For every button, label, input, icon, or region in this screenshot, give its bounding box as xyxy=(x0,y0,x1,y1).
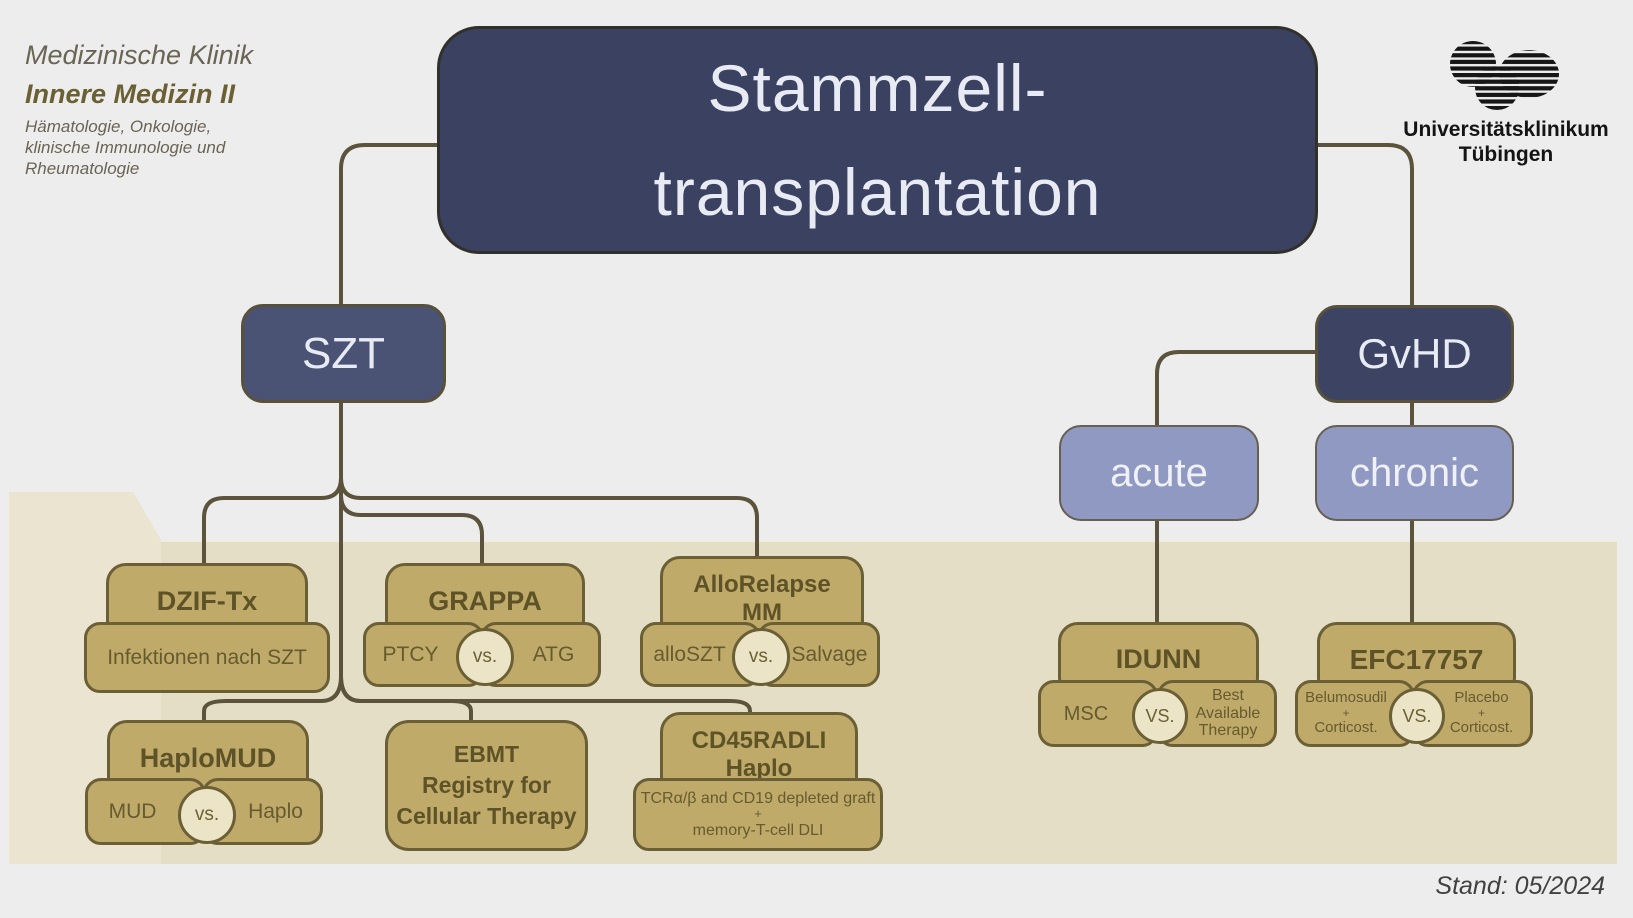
study-dzif-sub: Infektionen nach SZT xyxy=(84,622,330,693)
study-allorelapse-title-line2: MM xyxy=(742,598,782,626)
study-cd45-title-line1: CD45RADLI xyxy=(691,727,827,755)
study-ebmt-line1: EBMT xyxy=(453,741,520,767)
ukt-logo: Universitätsklinikum Tübingen xyxy=(1386,40,1626,167)
study-grappa-vs-badge: vs. xyxy=(456,628,514,686)
clinic-name: Medizinische Klinik xyxy=(25,40,254,70)
connector-szt-dzif xyxy=(202,476,343,565)
study-cd45-sub-line3: memory-T-cell DLI xyxy=(692,821,824,839)
study-haplomud-vs-badge: vs. xyxy=(178,786,236,844)
ukt-logo-text-line1: Universitätsklinikum xyxy=(1403,118,1609,141)
study-efc-vs-badge: VS. xyxy=(1389,688,1445,744)
ukt-logo-text-line2: Tübingen xyxy=(1458,143,1554,166)
study-idunn-right-line1: Best xyxy=(1211,687,1244,705)
study-efc-left-line2: + xyxy=(1342,705,1350,720)
node-chronic: chronic xyxy=(1315,425,1514,521)
study-efc-left-line1: Belumosudil xyxy=(1305,689,1387,707)
study-ebmt-line2: Registry for xyxy=(421,772,552,798)
title-line1: Stammzell- xyxy=(707,51,1048,125)
clinic-header: Medizinische Klinik Innere Medizin II Hä… xyxy=(25,40,253,179)
study-idunn-left: MSC xyxy=(1038,680,1158,747)
study-allorelapse-title-line1: AlloRelapse xyxy=(693,570,831,598)
ukt-striped-blobs-icon xyxy=(1450,41,1559,110)
connector-title-gvhd xyxy=(1310,143,1414,307)
clinic-specialty-line1: Hämatologie, Onkologie, xyxy=(25,117,212,136)
study-efc-left-line3: Corticost. xyxy=(1314,719,1378,737)
study-idunn-right-line3: Therapy xyxy=(1198,722,1258,740)
clinic-specialty-line2: klinische Immunologie und xyxy=(25,138,226,157)
study-idunn-vs-badge: VS. xyxy=(1132,688,1188,744)
study-cd45-title-line2: Haplo xyxy=(725,755,793,782)
diagram-title: Stammzell- transplantation xyxy=(437,26,1318,254)
study-ebmt-box: EBMT Registry for Cellular Therapy xyxy=(385,720,588,851)
connector-szt-cd45 xyxy=(339,674,752,722)
title-line2: transplantation xyxy=(653,155,1102,229)
study-ebmt-line3: Cellular Therapy xyxy=(396,803,577,829)
node-acute: acute xyxy=(1059,425,1259,521)
clinic-specialty-line3: Rheumatologie xyxy=(25,159,140,178)
connector-gvhd-acute xyxy=(1155,350,1317,427)
node-gvhd: GvHD xyxy=(1315,305,1514,403)
study-cd45-sub: TCRα/β and CD19 depleted graft + memory-… xyxy=(633,778,883,851)
status-date: Stand: 05/2024 xyxy=(1435,872,1605,900)
study-cd45-sub-line2: + xyxy=(754,806,762,822)
node-szt: SZT xyxy=(241,304,446,403)
clinic-department: Innere Medizin II xyxy=(25,79,236,109)
study-cd45-sub-line1: TCRα/β and CD19 depleted graft xyxy=(640,789,876,807)
connector-szt-haplomud xyxy=(202,674,343,722)
study-efc-right-line1: Placebo xyxy=(1454,689,1509,707)
study-allorelapse-vs-badge: vs. xyxy=(732,628,790,686)
connector-title-szt xyxy=(339,143,439,306)
study-efc-right-line3: Corticost. xyxy=(1449,719,1514,737)
study-idunn-right-line2: Available xyxy=(1195,704,1261,722)
study-efc-right-line2: + xyxy=(1477,705,1485,720)
connector-szt-grappa xyxy=(339,493,484,565)
connector-szt-allorelapse xyxy=(339,476,759,565)
